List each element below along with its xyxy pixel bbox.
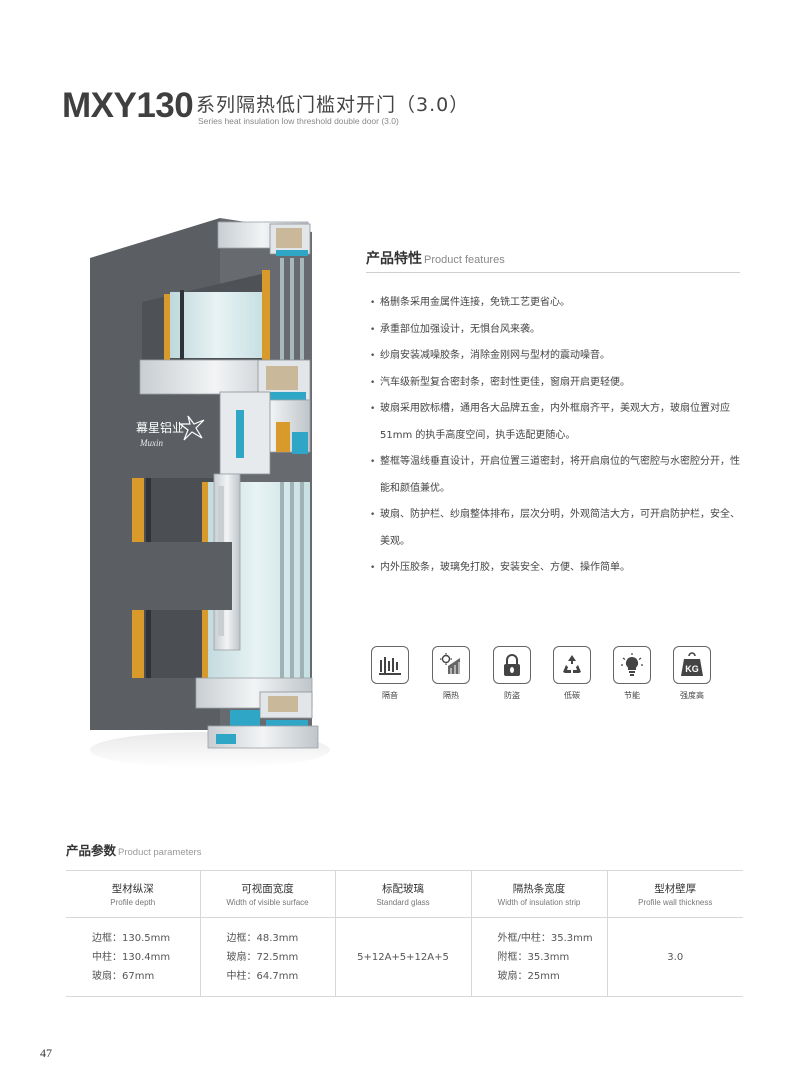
cell-profile-depth: 边框：130.5mm 中柱：130.4mm 玻扇：67mm	[66, 917, 201, 997]
brand-logo-cn: 幕星铝业	[136, 420, 184, 435]
page-subtitle: Series heat insulation low threshold dou…	[198, 116, 399, 126]
high-strength-icon: KG	[673, 646, 711, 684]
feature-item: 纱扇安装减噪胶条，消除金刚网与型材的震动噪音。	[370, 343, 740, 370]
icon-label: 隔热	[443, 691, 459, 700]
feature-item: 承重部位加强设计，无惧台风来袭。	[370, 317, 740, 344]
anti-theft-icon	[493, 646, 531, 684]
page-number: 47	[40, 1046, 52, 1060]
cell-insulation-strip: 外框/中柱：35.3mm 附框：35.3mm 玻扇：25mm	[471, 917, 608, 997]
icon-label: 节能	[624, 691, 640, 700]
cell-wall-thickness: 3.0	[667, 951, 684, 963]
door-profile-illustration: 幕星铝业 Muxin	[90, 218, 330, 768]
parameters-title-cn: 产品参数	[66, 843, 117, 858]
feature-item: 整框等温线垂直设计，开启位置三道密封，将开启扇位的气密腔与水密腔分开，性能和颜值…	[370, 449, 740, 502]
cell-standard-glass: 5+12A+5+12A+5	[335, 917, 472, 997]
heat-insulation-icon	[432, 646, 470, 684]
energy-saving-icon	[613, 646, 651, 684]
features-title-cn: 产品特性	[366, 251, 422, 267]
page-title: 系列隔热低门槛对开门（3.0）	[196, 94, 470, 116]
feature-item: 汽车级新型复合密封条，密封性更佳，窗扇开启更轻便。	[370, 370, 740, 397]
icon-item-sound: 隔音	[370, 646, 410, 701]
icon-item-heat: 隔热	[431, 646, 471, 701]
icon-item-carbon: 低碳	[552, 646, 592, 701]
brand-logo: 幕星铝业 Muxin	[136, 415, 205, 448]
kg-glyph: KG	[685, 664, 699, 674]
cell-visible-width: 边框：48.3mm 玻扇：72.5mm 中柱：64.7mm	[200, 917, 336, 997]
icon-label: 强度高	[680, 691, 704, 700]
feature-item: 格删条采用金属件连接，免铣工艺更省心。	[370, 290, 740, 317]
parameters-title-en: Product parameters	[118, 847, 202, 858]
low-carbon-icon	[553, 646, 591, 684]
feature-item: 玻扇采用欧标槽，通用各大品牌五金，内外框扇齐平，美观大方，玻扇位置对应 51mm…	[370, 396, 740, 449]
features-title-en: Product features	[424, 254, 505, 266]
feature-item: 内外压胶条，玻璃免打胶，安装安全、方便、操作简单。	[370, 555, 740, 582]
icon-label: 低碳	[564, 691, 580, 700]
icon-label: 防盗	[504, 691, 520, 700]
model-number: MXY130	[62, 86, 194, 125]
feature-icons-row: 隔音 隔热 防盗	[366, 646, 736, 706]
table-row: 边框：130.5mm 中柱：130.4mm 玻扇：67mm 边框：48.3mm …	[66, 917, 743, 997]
icon-label: 隔音	[382, 691, 398, 700]
features-list: 格删条采用金属件连接，免铣工艺更省心。 承重部位加强设计，无惧台风来袭。 纱扇安…	[370, 290, 740, 582]
sound-insulation-icon	[371, 646, 409, 684]
icon-item-theft: 防盗	[492, 646, 532, 701]
icon-item-strength: KG 强度高	[672, 646, 712, 701]
features-divider	[366, 272, 740, 273]
feature-item: 玻扇、防护栏、纱扇整体排布，层次分明，外观简洁大方，可开启防护栏，安全、美观。	[370, 502, 740, 555]
icon-item-energy: 节能	[612, 646, 652, 701]
brand-logo-en: Muxin	[139, 438, 163, 448]
